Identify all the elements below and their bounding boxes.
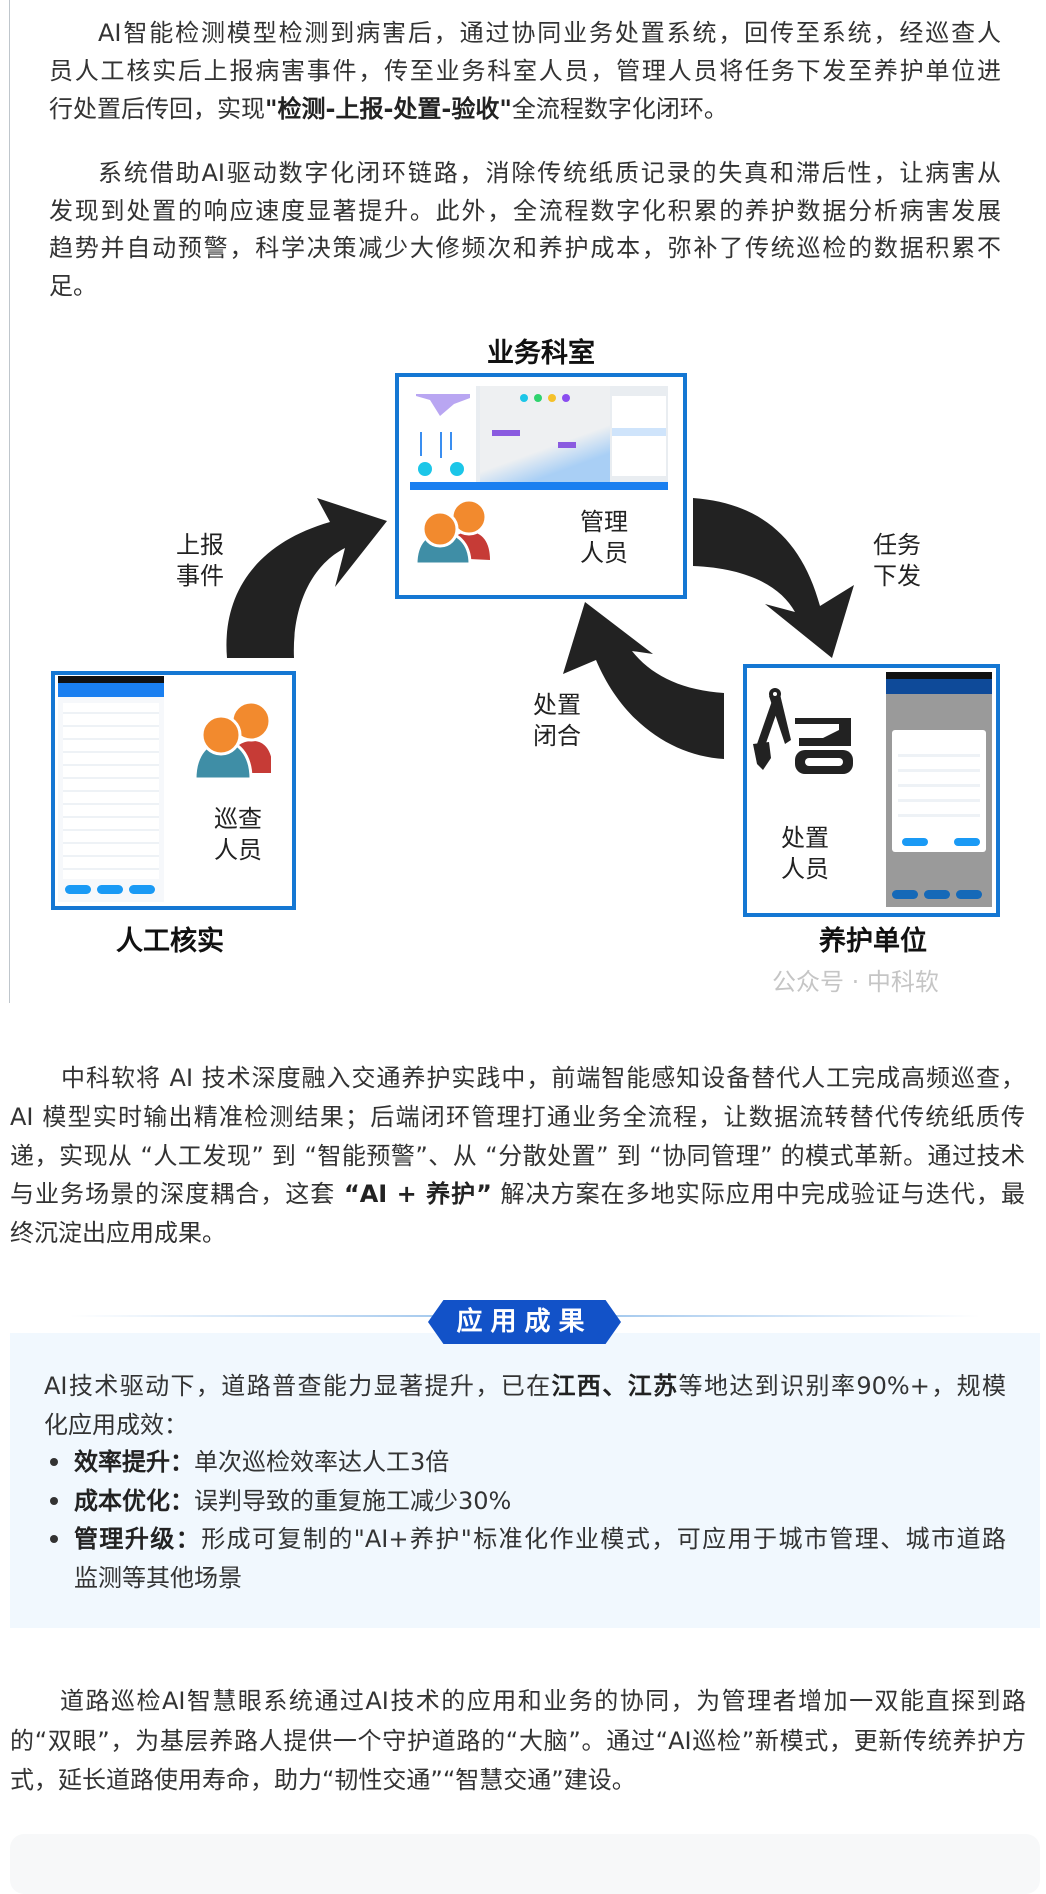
summary-line: 递，实现从 “人工发现” 到 “智能预警”、从 “分散处置” 到 “协同管理” … [10, 1137, 1025, 1175]
bold-text: “AI + 养护” [343, 1180, 492, 1209]
text: 发现到处置的响应速度显著提升。此外，全流程数字化积累的养护数据分析病害发展 [49, 196, 1001, 225]
summary-line: 终沉淀出应用成果。 [10, 1214, 1025, 1252]
text: 终沉淀出应用成果。 [10, 1219, 226, 1248]
report-form-screenshot [58, 676, 164, 902]
results-bullet-line: 监测等其他场景 [74, 1559, 1006, 1597]
intro-p1-line: AI智能检测模型检测到病害后，通过协同业务处置系统，回传至系统，经巡查人 [98, 14, 1001, 52]
bold-text: 成本优化： [74, 1486, 194, 1515]
text: 道路巡检AI智慧眼系统通过AI技术的应用和业务的协同，为管理者增加一双能直探到路 [60, 1687, 1026, 1715]
text: 化应用成效： [44, 1410, 188, 1439]
workflow-arrows [226, 498, 854, 759]
intro-p2-line: 系统借助AI驱动数字化闭环链路，消除传统纸质记录的失真和滞后性，让病害从 [98, 154, 1001, 192]
text: 式，延长道路使用寿命，助力“韧性交通”“智慧交通”建设。 [10, 1766, 636, 1794]
arrow-assign-icon [693, 498, 854, 658]
closing-line: 的“双眼”，为基层养路人提供一个守护道路的“大脑”。通过“AI巡检”新模式，更新… [10, 1722, 1026, 1760]
arrow-report-icon [226, 498, 387, 658]
bold-text: "检测-上报-处置-验收" [265, 95, 512, 123]
text: 单次巡检效率达人工3倍 [194, 1448, 450, 1476]
summary-line: AI 模型实时输出精准检测结果；后端闭环管理打通业务全流程，让数据流转替代传统纸… [10, 1098, 1025, 1136]
results-bullet-line: 成本优化：误判导致的重复施工减少30% [74, 1482, 1006, 1520]
text: 员人工核实后上报病害事件，传至业务科室人员，管理人员将任务下发至养护单位进 [49, 57, 1001, 85]
text: 等地达到识别率90%+，规模 [678, 1372, 1006, 1400]
intro-p2-line: 足。 [49, 267, 1001, 305]
closing-line: 道路巡检AI智慧眼系统通过AI技术的应用和业务的协同，为管理者增加一双能直探到路 [60, 1682, 1026, 1720]
bold-text: 效率提升： [74, 1448, 194, 1476]
workflow-diagram: 业务科室 管理人员 上报事件 任务下 [0, 330, 1046, 980]
top-title: 业务科室 [487, 338, 595, 369]
text: 递，实现从 “人工发现” 到 “智能预警”、从 “分散处置” 到 “协同管理” … [10, 1141, 1025, 1170]
handler-role-label: 处置人员 [781, 824, 829, 883]
text: 中科软将 AI 技术深度融入交通养护实践中，前端智能感知设备替代人工完成高频巡查… [61, 1064, 1025, 1092]
manager-people-icon [414, 498, 490, 566]
manual-verify-card: 巡查人员 [51, 671, 296, 910]
watermark: 公众号 · 中科软 [772, 968, 939, 996]
bullet-dot [50, 1535, 58, 1543]
dashboard-screenshot [410, 386, 668, 490]
dispose-form-screenshot [886, 672, 992, 907]
results-bullet-line: 效率提升：单次巡检效率达人工3倍 [74, 1443, 1006, 1481]
results-intro-line: 化应用成效： [44, 1406, 1006, 1444]
results-intro-line: AI技术驱动下，道路普查能力显著提升，已在江西、江苏等地达到识别率90%+，规模 [44, 1367, 1006, 1405]
footer-card [10, 1834, 1040, 1894]
text: AI智能检测模型检测到病害后，通过协同业务处置系统，回传至系统，经巡查人 [98, 19, 1001, 47]
results-panel [10, 1333, 1040, 1628]
report-event-label: 上报事件 [176, 531, 224, 590]
text: 与业务场景的深度耦合，这套 [10, 1180, 344, 1209]
bold-text: 管理升级： [74, 1525, 202, 1553]
summary-line: 中科软将 AI 技术深度融入交通养护实践中，前端智能感知设备替代人工完成高频巡查… [61, 1059, 1025, 1097]
business-office-card: 管理人员 [395, 373, 687, 599]
results-heading: 应用成果 [428, 1300, 621, 1344]
text: 足。 [49, 271, 97, 300]
results-bullet-line: 管理升级：形成可复制的"AI+养护"标准化作业模式，可应用于城市管理、城市道路 [74, 1520, 1006, 1558]
intro-p1-line: 员人工核实后上报病害事件，传至业务科室人员，管理人员将任务下发至养护单位进 [49, 52, 1001, 90]
inspector-people-icon [193, 700, 271, 781]
text: 全流程数字化闭环。 [511, 95, 728, 123]
text: 解决方案在多地实际应用中完成验证与迭代，最 [491, 1180, 1025, 1209]
summary-line: 与业务场景的深度耦合，这套 “AI + 养护” 解决方案在多地实际应用中完成验证… [10, 1175, 1025, 1213]
arrow-close-icon [563, 602, 724, 759]
assign-task-label: 任务下发 [873, 531, 921, 590]
intro-p1-line: 行处置后传回，实现"检测-上报-处置-验收"全流程数字化闭环。 [49, 90, 1001, 128]
text: AI 模型实时输出精准检测结果；后端闭环管理打通业务全流程，让数据流转替代传统纸… [10, 1102, 1025, 1131]
right-title: 养护单位 [819, 926, 927, 957]
text: 的“双眼”，为基层养路人提供一个守护道路的“大脑”。通过“AI巡检”新模式，更新… [10, 1726, 1026, 1755]
text: 误判导致的重复施工减少30% [194, 1486, 512, 1515]
intro-p2-line: 发现到处置的响应速度显著提升。此外，全流程数字化积累的养护数据分析病害发展 [49, 192, 1001, 230]
bold-text: 江西、江苏 [551, 1372, 679, 1400]
text: 系统借助AI驱动数字化闭环链路，消除传统纸质记录的失真和滞后性，让病害从 [98, 159, 1001, 187]
quote-border [9, 0, 10, 1003]
inspector-role-label: 巡查人员 [214, 805, 262, 864]
left-title: 人工核实 [116, 926, 224, 957]
bullet-dot [50, 1496, 58, 1505]
close-loop-label: 处置闭合 [533, 691, 581, 750]
text: 监测等其他场景 [74, 1563, 242, 1592]
excavator-icon [753, 688, 853, 774]
bullet-dot [50, 1458, 58, 1466]
closing-line: 式，延长道路使用寿命，助力“韧性交通”“智慧交通”建设。 [10, 1761, 1026, 1799]
maintenance-unit-card: 处置人员 [743, 664, 1000, 917]
intro-p2-line: 趋势并自动预警，科学决策减少大修频次和养护成本，弥补了传统巡检的数据积累不 [49, 229, 1001, 267]
text: AI技术驱动下，道路普查能力显著提升，已在 [44, 1372, 552, 1400]
manager-role-label: 管理人员 [580, 508, 628, 567]
text: 趋势并自动预警，科学决策减少大修频次和养护成本，弥补了传统巡检的数据积累不 [49, 234, 1001, 262]
text: 行处置后传回，实现 [49, 95, 265, 123]
text: 形成可复制的"AI+养护"标准化作业模式，可应用于城市管理、城市道路 [201, 1525, 1006, 1553]
